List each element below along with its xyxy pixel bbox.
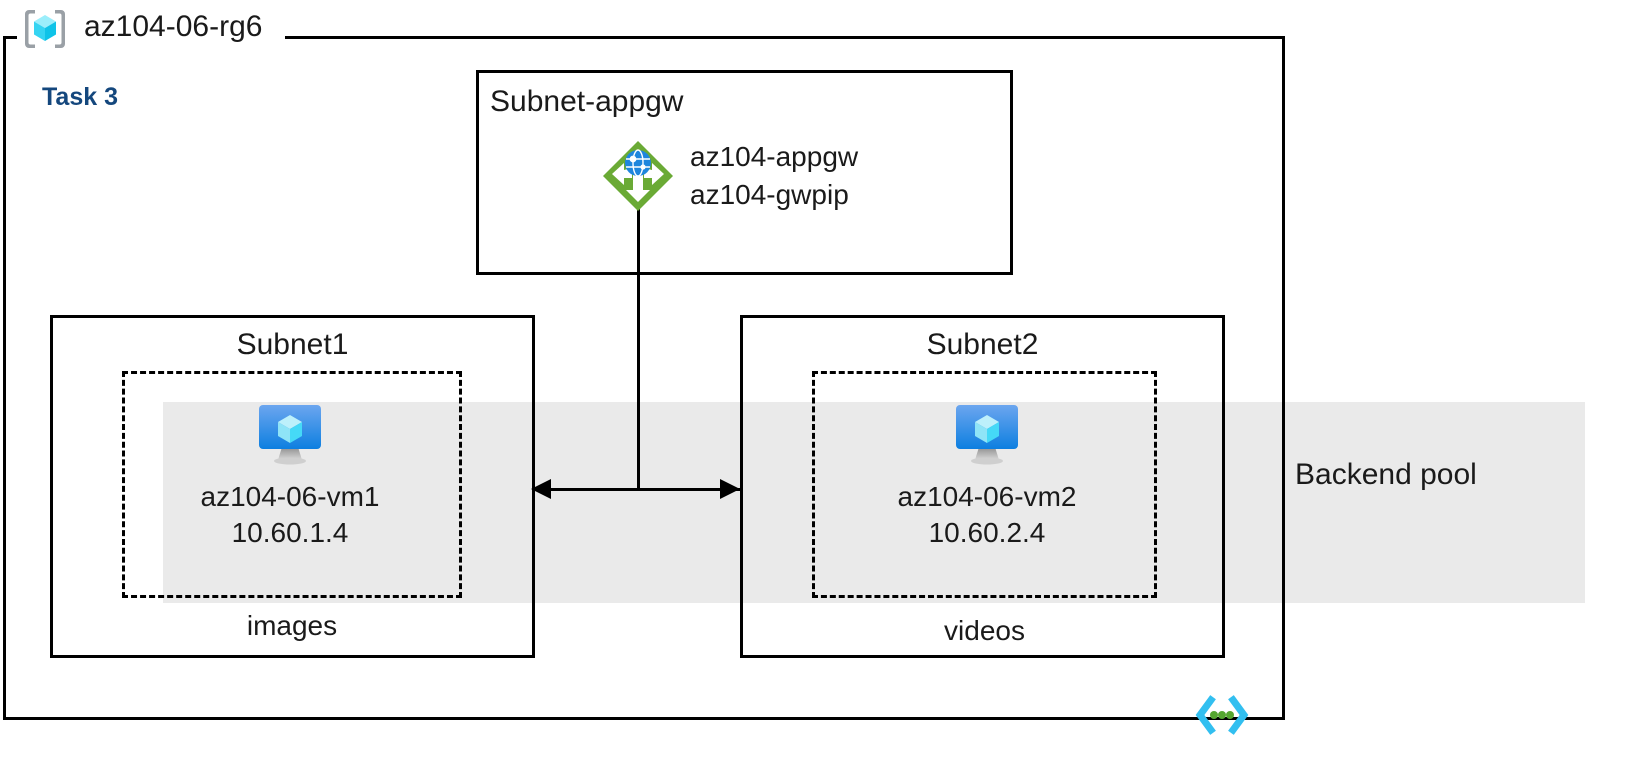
virtual-machine-icon — [252, 398, 328, 470]
subnet2-dashed-boundary — [812, 371, 1157, 598]
subnet-appgw-box — [476, 70, 1013, 275]
code-dots-icon — [1194, 694, 1250, 736]
vm2-name: az104-06-vm2 — [897, 481, 1077, 512]
application-gateway-icon — [600, 138, 676, 214]
appgw-resource-name: az104-appgw — [690, 141, 859, 172]
subnet-link-arrow-right — [720, 479, 740, 499]
vm1-name: az104-06-vm1 — [200, 481, 380, 512]
backend-pool-band — [163, 402, 1585, 603]
resource-group-border-left — [3, 36, 6, 720]
resource-group-border-top-right — [285, 36, 1285, 39]
vm2-ip: 10.60.2.4 — [928, 517, 1046, 548]
application-gateway-node: az104-appgw az104-gwpip — [600, 138, 858, 214]
resource-group-border-right — [1282, 36, 1285, 720]
resource-group-cube-icon — [22, 6, 68, 52]
vm1-node: az104-06-vm1 10.60.1.4 — [160, 398, 420, 551]
vm1-ip: 10.60.1.4 — [231, 517, 349, 548]
backend-pool-label: Backend pool — [1295, 458, 1477, 491]
application-gateway-labels: az104-appgw az104-gwpip — [690, 138, 858, 214]
virtual-machine-icon — [949, 398, 1025, 470]
task-label: Task 3 — [42, 83, 118, 111]
subnet2-box — [740, 315, 1225, 658]
gateway-connector-line — [637, 200, 640, 490]
subnet2-title: Subnet2 — [926, 328, 1039, 361]
subnet-link-arrow-left — [531, 479, 551, 499]
subnet1-dashed-boundary — [122, 371, 462, 598]
resource-group-border-bottom — [3, 717, 1285, 720]
vm2-node: az104-06-vm2 10.60.2.4 — [857, 398, 1117, 551]
subnet1-caption: images — [246, 610, 338, 641]
resource-group-border-top-left — [3, 36, 17, 39]
subnet-link-line — [535, 488, 740, 491]
subnet2-caption: videos — [944, 615, 1025, 646]
subnet-appgw-title: Subnet-appgw — [490, 85, 684, 118]
resource-group-title: az104-06-rg6 — [84, 10, 263, 43]
subnet1-title: Subnet1 — [236, 328, 349, 361]
gwpip-resource-name: az104-gwpip — [690, 179, 849, 210]
